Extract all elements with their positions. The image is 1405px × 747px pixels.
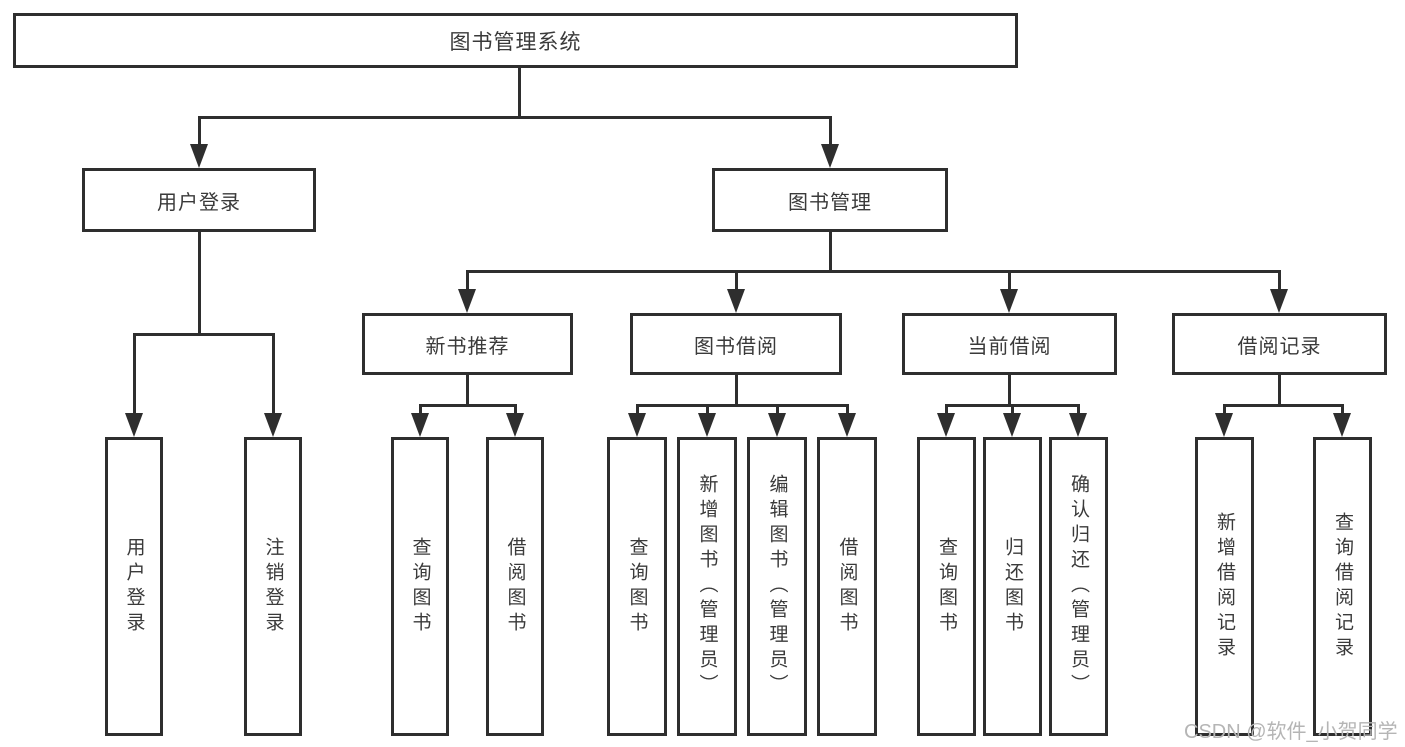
- leaf-borrow-edit-books-admin: 编辑图书（管理员）: [747, 437, 807, 736]
- connector-line: [1341, 404, 1344, 416]
- connector-line: [846, 404, 849, 416]
- connector-line: [1278, 270, 1281, 292]
- node-current-borrowing: 当前借阅: [902, 313, 1117, 375]
- connector-line: [945, 404, 948, 416]
- node-label: 图书管理: [788, 191, 872, 214]
- connector-line: [1011, 404, 1014, 416]
- connector-arrowhead-icon: [458, 289, 476, 313]
- watermark: CSDN @软件_小贺同学: [1184, 721, 1398, 743]
- connector-line: [829, 116, 832, 146]
- leaf-label: 编辑图书（管理员）: [766, 474, 788, 699]
- connector-arrowhead-icon: [628, 413, 646, 437]
- leaf-borrow-add-books-admin: 新增图书（管理员）: [677, 437, 737, 736]
- connector-line: [419, 404, 516, 407]
- connector-arrowhead-icon: [125, 413, 143, 437]
- leaf-label: 归还图书: [1002, 536, 1023, 637]
- node-label: 图书借阅: [694, 335, 778, 358]
- connector-arrowhead-icon: [1270, 289, 1288, 313]
- node-label: 图书管理系统: [449, 30, 582, 54]
- connector-line: [776, 404, 779, 416]
- leaf-current-return-books: 归还图书: [983, 437, 1042, 736]
- connector-line: [133, 333, 275, 336]
- leaf-user-login: 用户登录: [105, 437, 163, 736]
- connector-line: [198, 116, 201, 146]
- connector-line: [466, 375, 469, 406]
- node-label: 新书推荐: [425, 335, 510, 358]
- leaf-label: 查询图书: [626, 536, 648, 637]
- leaf-label: 借阅图书: [836, 536, 858, 637]
- connector-line: [1223, 404, 1344, 407]
- connector-line: [1008, 375, 1011, 406]
- leaf-logout-login: 注销登录: [244, 437, 302, 736]
- leaf-label: 新增图书（管理员）: [696, 474, 718, 699]
- leaf-label: 查询借阅记录: [1332, 511, 1353, 662]
- leaf-label: 查询图书: [409, 536, 431, 637]
- node-library-management-system: 图书管理系统: [13, 13, 1018, 68]
- connector-arrowhead-icon: [698, 413, 716, 437]
- leaf-records-query-borrow-record: 查询借阅记录: [1313, 437, 1372, 736]
- connector-arrowhead-icon: [1215, 413, 1233, 437]
- connector-line: [735, 270, 738, 292]
- connector-arrowhead-icon: [1333, 413, 1351, 437]
- leaf-records-add-borrow-record: 新增借阅记录: [1195, 437, 1254, 736]
- connector-line: [706, 404, 709, 416]
- connector-line: [1077, 404, 1080, 416]
- connector-arrowhead-icon: [838, 413, 856, 437]
- connector-arrowhead-icon: [1000, 289, 1018, 313]
- leaf-label: 用户登录: [123, 536, 145, 637]
- connector-line: [636, 404, 849, 407]
- leaf-label: 查询图书: [936, 536, 957, 637]
- connector-line: [198, 116, 832, 119]
- connector-line: [518, 68, 521, 118]
- leaf-borrow-query-books: 查询图书: [607, 437, 667, 736]
- connector-arrowhead-icon: [190, 144, 208, 168]
- node-label: 用户登录: [157, 191, 241, 214]
- node-label: 借阅记录: [1237, 335, 1322, 358]
- connector-line: [636, 404, 639, 416]
- connector-line: [419, 404, 422, 416]
- leaf-label: 新增借阅记录: [1214, 511, 1235, 662]
- connector-line: [735, 375, 738, 406]
- connector-line: [466, 270, 469, 292]
- connector-line: [466, 270, 1281, 273]
- connector-line: [829, 232, 832, 272]
- node-new-book-recommendation: 新书推荐: [362, 313, 573, 375]
- connector-line: [1223, 404, 1226, 416]
- node-label: 当前借阅: [967, 335, 1052, 358]
- connector-arrowhead-icon: [264, 413, 282, 437]
- connector-line: [198, 232, 201, 335]
- leaf-current-query-books: 查询图书: [917, 437, 976, 736]
- connector-arrowhead-icon: [768, 413, 786, 437]
- connector-line: [133, 333, 136, 417]
- connector-arrowhead-icon: [1069, 413, 1087, 437]
- connector-arrowhead-icon: [1003, 413, 1021, 437]
- node-book-borrowing: 图书借阅: [630, 313, 842, 375]
- leaf-recommend-borrow-books: 借阅图书: [486, 437, 544, 736]
- leaf-current-confirm-return-admin: 确认归还（管理员）: [1049, 437, 1108, 736]
- leaf-label: 借阅图书: [504, 536, 526, 637]
- node-borrowing-records: 借阅记录: [1172, 313, 1387, 375]
- node-book-management: 图书管理: [712, 168, 948, 232]
- node-user-login: 用户登录: [82, 168, 316, 232]
- connector-arrowhead-icon: [411, 413, 429, 437]
- connector-arrowhead-icon: [821, 144, 839, 168]
- connector-line: [272, 333, 275, 417]
- connector-line: [1008, 270, 1011, 292]
- connector-arrowhead-icon: [727, 289, 745, 313]
- leaf-label: 注销登录: [262, 536, 284, 637]
- connector-line: [514, 404, 517, 416]
- leaf-recommend-query-books: 查询图书: [391, 437, 449, 736]
- leaf-label: 确认归还（管理员）: [1068, 474, 1089, 699]
- leaf-borrow-borrow-books: 借阅图书: [817, 437, 877, 736]
- connector-arrowhead-icon: [937, 413, 955, 437]
- connector-line: [1278, 375, 1281, 406]
- connector-arrowhead-icon: [506, 413, 524, 437]
